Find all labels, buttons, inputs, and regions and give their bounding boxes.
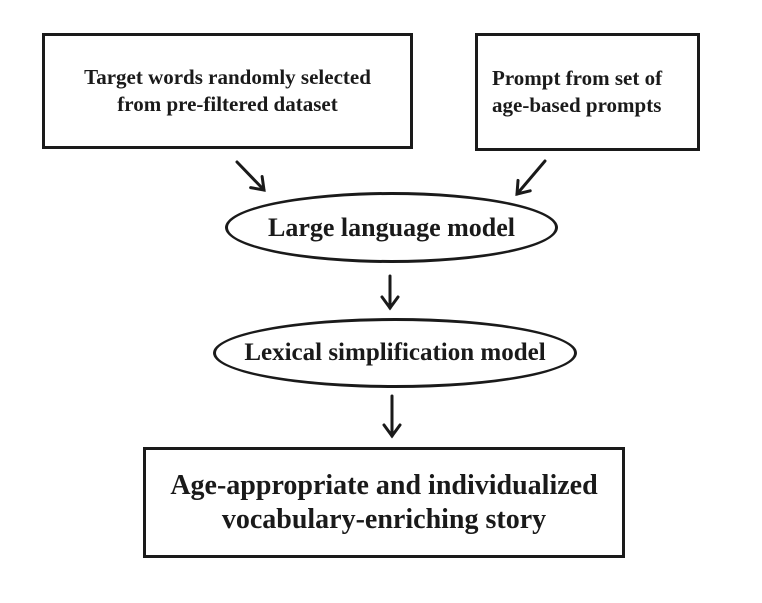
lexical-simplification-ellipse: Lexical simplification model: [213, 318, 577, 388]
prompt-box-label: Prompt from set of age-based prompts: [492, 65, 663, 117]
lexical-simplification-ellipse-label: Lexical simplification model: [244, 339, 546, 366]
output-box: Age-appropriate and individualized vocab…: [143, 447, 625, 558]
output-box-label: Age-appropriate and individualized vocab…: [170, 469, 598, 535]
prompt-box: Prompt from set of age-based prompts: [475, 33, 700, 151]
target-words-box: Target words randomly selected from pre-…: [42, 33, 413, 149]
arrow-prompt-to-llm-icon: [515, 159, 547, 196]
llm-ellipse: Large language model: [225, 192, 558, 263]
llm-ellipse-label: Large language model: [268, 212, 515, 242]
arrow-target-words-to-llm-icon: [235, 160, 266, 192]
target-words-box-label: Target words randomly selected from pre-…: [84, 64, 371, 116]
